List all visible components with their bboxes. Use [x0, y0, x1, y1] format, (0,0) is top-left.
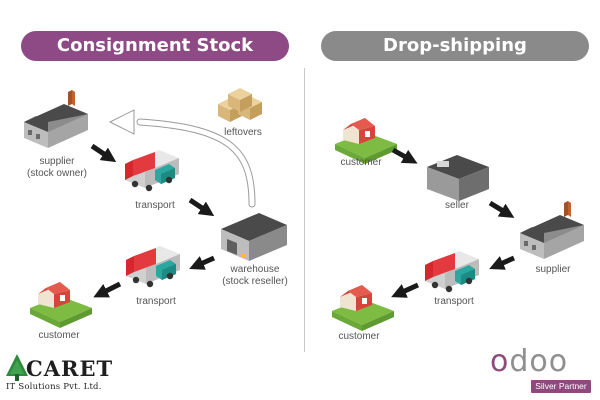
return-arrow: [137, 119, 255, 207]
odoo-logo: odoo Silver Partner: [486, 346, 594, 396]
warehouse-label: warehouse (stock reseller): [222, 264, 288, 287]
caret-wordmark: CARET: [26, 356, 114, 381]
truck-icon: [425, 251, 479, 293]
truck-icon: [126, 246, 180, 288]
arrow-icon: [189, 255, 216, 270]
caret-subtitle: IT Solutions Pvt. Ltd.: [6, 382, 102, 392]
silver-partner-badge: Silver Partner: [531, 380, 591, 393]
supplier-label-right: supplier: [535, 264, 571, 275]
leftovers-label: leftovers: [224, 127, 262, 138]
tree-icon: [6, 354, 28, 381]
arrow-icon: [90, 143, 117, 163]
consignment-stock-banner: Consignment Stock: [21, 31, 289, 61]
drop-shipping-banner: Drop-shipping: [321, 31, 589, 61]
arrow-icon: [488, 200, 515, 218]
factory-icon: [24, 90, 88, 148]
customer-label-left: customer: [38, 330, 80, 341]
transport-label-top: transport: [135, 200, 175, 211]
transport-label-bottom: transport: [136, 296, 176, 307]
arrow-icon: [188, 197, 215, 217]
seller-label: seller: [445, 200, 469, 211]
customer-label-bottom: customer: [338, 331, 380, 342]
arrow-icon: [93, 281, 122, 298]
customer-label-top: customer: [340, 157, 382, 168]
supplier-label: supplier (stock owner): [26, 156, 87, 179]
odoo-wordmark: odoo: [490, 344, 569, 379]
factory-icon: [520, 201, 584, 259]
seller-building-icon: [427, 155, 489, 201]
return-arrow-head: [108, 109, 135, 135]
arrow-icon: [391, 147, 418, 164]
truck-icon: [125, 150, 179, 192]
panel-divider: [304, 68, 305, 352]
warehouse-icon: [221, 213, 287, 261]
house-icon: [332, 285, 394, 331]
caret-logo: CARET IT Solutions Pvt. Ltd.: [6, 354, 112, 398]
transport-label-right: transport: [434, 296, 474, 307]
house-icon: [30, 282, 92, 328]
arrow-icon: [489, 255, 516, 270]
arrow-icon: [391, 282, 420, 298]
boxes-icon: [218, 88, 262, 122]
